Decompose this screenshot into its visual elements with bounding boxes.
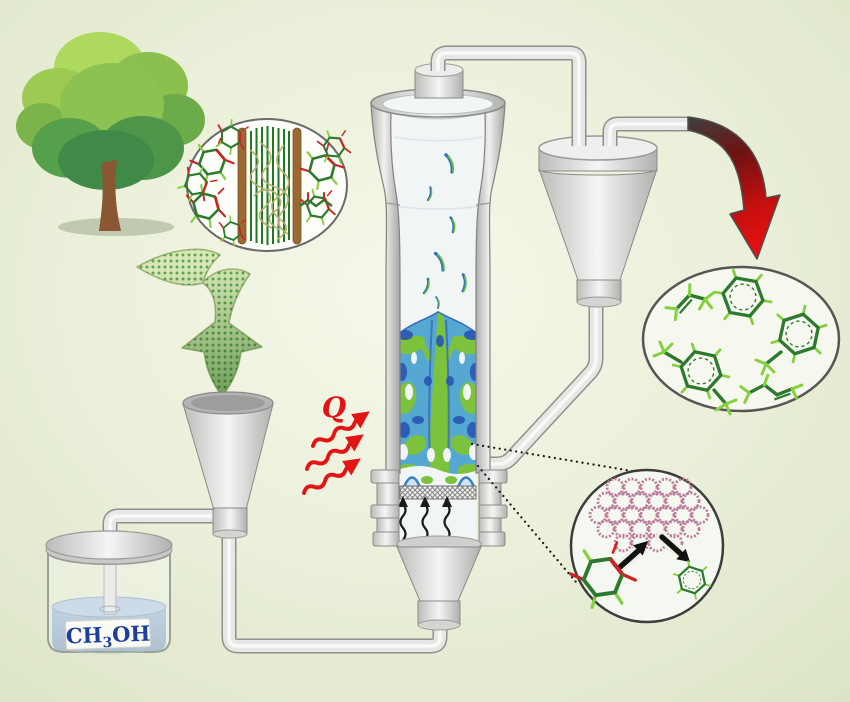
- methanol-formula: CH3OH: [65, 621, 150, 653]
- fluidized-bed-simulation: [400, 311, 476, 486]
- biomass-feed-arrow: [136, 248, 263, 397]
- cyclone-separator: [538, 135, 658, 308]
- pipes: [102, 298, 604, 654]
- fiber-rod: [237, 127, 247, 245]
- cyclone-cone: [538, 168, 658, 281]
- aromatic-products-inset: [641, 265, 841, 416]
- chain-oxygens: [307, 192, 325, 201]
- feed-funnel: [182, 391, 274, 539]
- tree-trunk-front: [99, 160, 121, 231]
- products-inset-bubble: [641, 265, 841, 413]
- cellulose-fibrils: [250, 126, 290, 245]
- sugar-chain: [299, 198, 333, 208]
- funnel-opening: [191, 395, 265, 411]
- methanol-jar: CH3OH: [45, 530, 173, 654]
- zoom-dotted-lines: [470, 442, 640, 584]
- heat-input: Q: [297, 391, 377, 501]
- propylene-molecule: [664, 283, 716, 322]
- fluidized-bed-reactor: [370, 63, 508, 631]
- jar-lid: [45, 530, 173, 565]
- lignin-strands: [249, 141, 290, 240]
- pipe-jar-to-funnel: [102, 508, 214, 542]
- pipe-reactor-to-cyclone: [430, 45, 587, 146]
- xylene-molecule: [652, 339, 738, 416]
- butene-molecule: [739, 373, 804, 404]
- zeolite-catalyst-inset: [565, 468, 725, 624]
- product-arrow: [687, 116, 781, 260]
- reactor-flange: [370, 469, 508, 547]
- funnel-collar: [212, 507, 248, 539]
- tree: [16, 32, 205, 236]
- toluene-molecule: [754, 300, 836, 376]
- pipe-cyclone-dipleg: [484, 298, 604, 472]
- biomass-microstructure-inset: [171, 112, 354, 252]
- reactor-cap: [414, 63, 464, 99]
- methanol-label: CH3OH: [65, 618, 151, 653]
- cyclone-collar: [576, 279, 622, 308]
- gas-distributor-mesh: [399, 485, 477, 500]
- cyclone-top: [538, 135, 658, 161]
- sugar-molecules: [171, 112, 354, 250]
- reaction-arrows: [614, 531, 690, 573]
- pipe-cyclone-outlet: [602, 116, 690, 146]
- pipe-funnel-to-reactor: [221, 528, 448, 654]
- fiber-rod: [292, 127, 302, 245]
- reactor-bottom-collar: [417, 600, 461, 631]
- heat-symbol: Q: [322, 391, 346, 424]
- tree-foliage: [16, 32, 205, 231]
